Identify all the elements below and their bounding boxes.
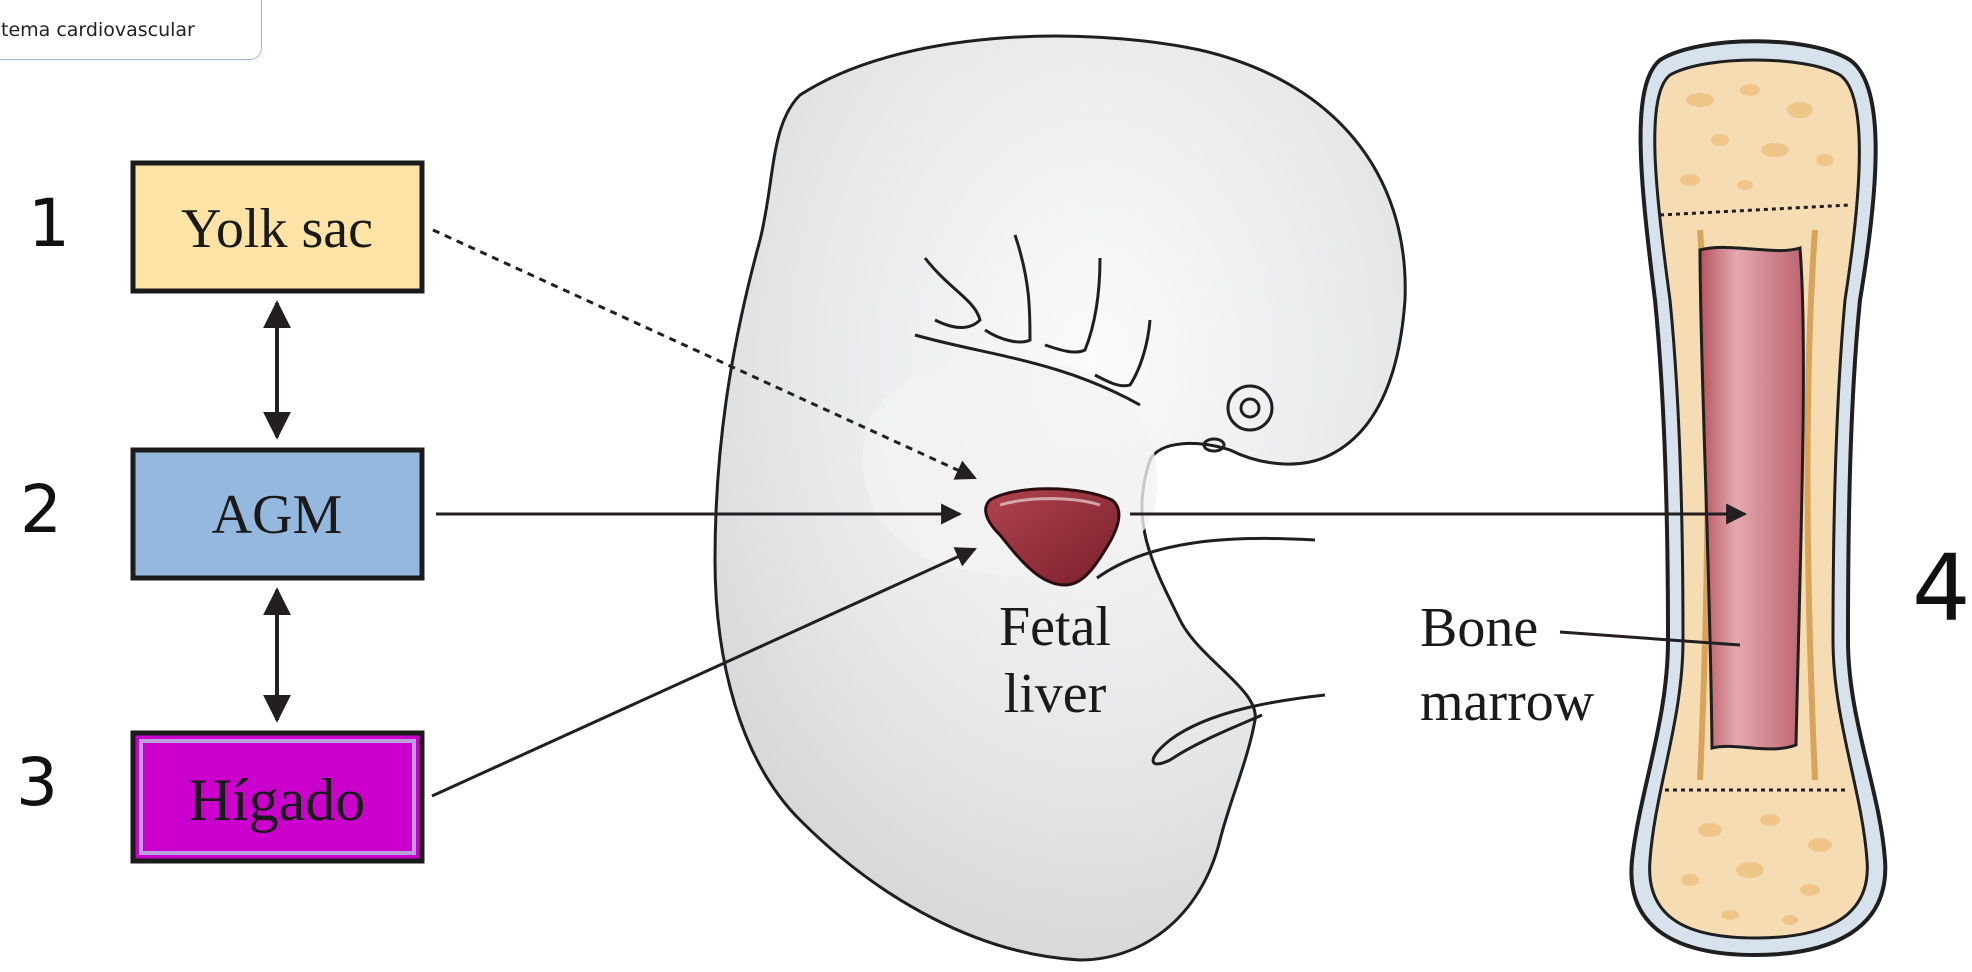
source-2: 2 AGM [20,450,422,578]
source-number: 3 [16,744,58,821]
bone-marrow-label-line1: Bone [1420,597,1538,659]
bone-marrow-label-line2: marrow [1420,671,1595,733]
source-label: Hígado [189,767,366,833]
source-3: 3 Hígado [16,733,422,861]
source-label: Yolk sac [181,198,373,260]
fetal-liver-label-line2: liver [1004,663,1107,725]
source-label: AGM [212,484,343,546]
source-1: 1 Yolk sac [28,163,422,291]
marrow-cavity [1700,247,1803,748]
source-number: 2 [20,471,62,548]
fetal-liver-label-line1: Fetal [999,596,1111,658]
side-number-4: 4 [1912,535,1971,642]
bone-illustration [1631,41,1885,955]
source-number: 1 [28,185,70,262]
